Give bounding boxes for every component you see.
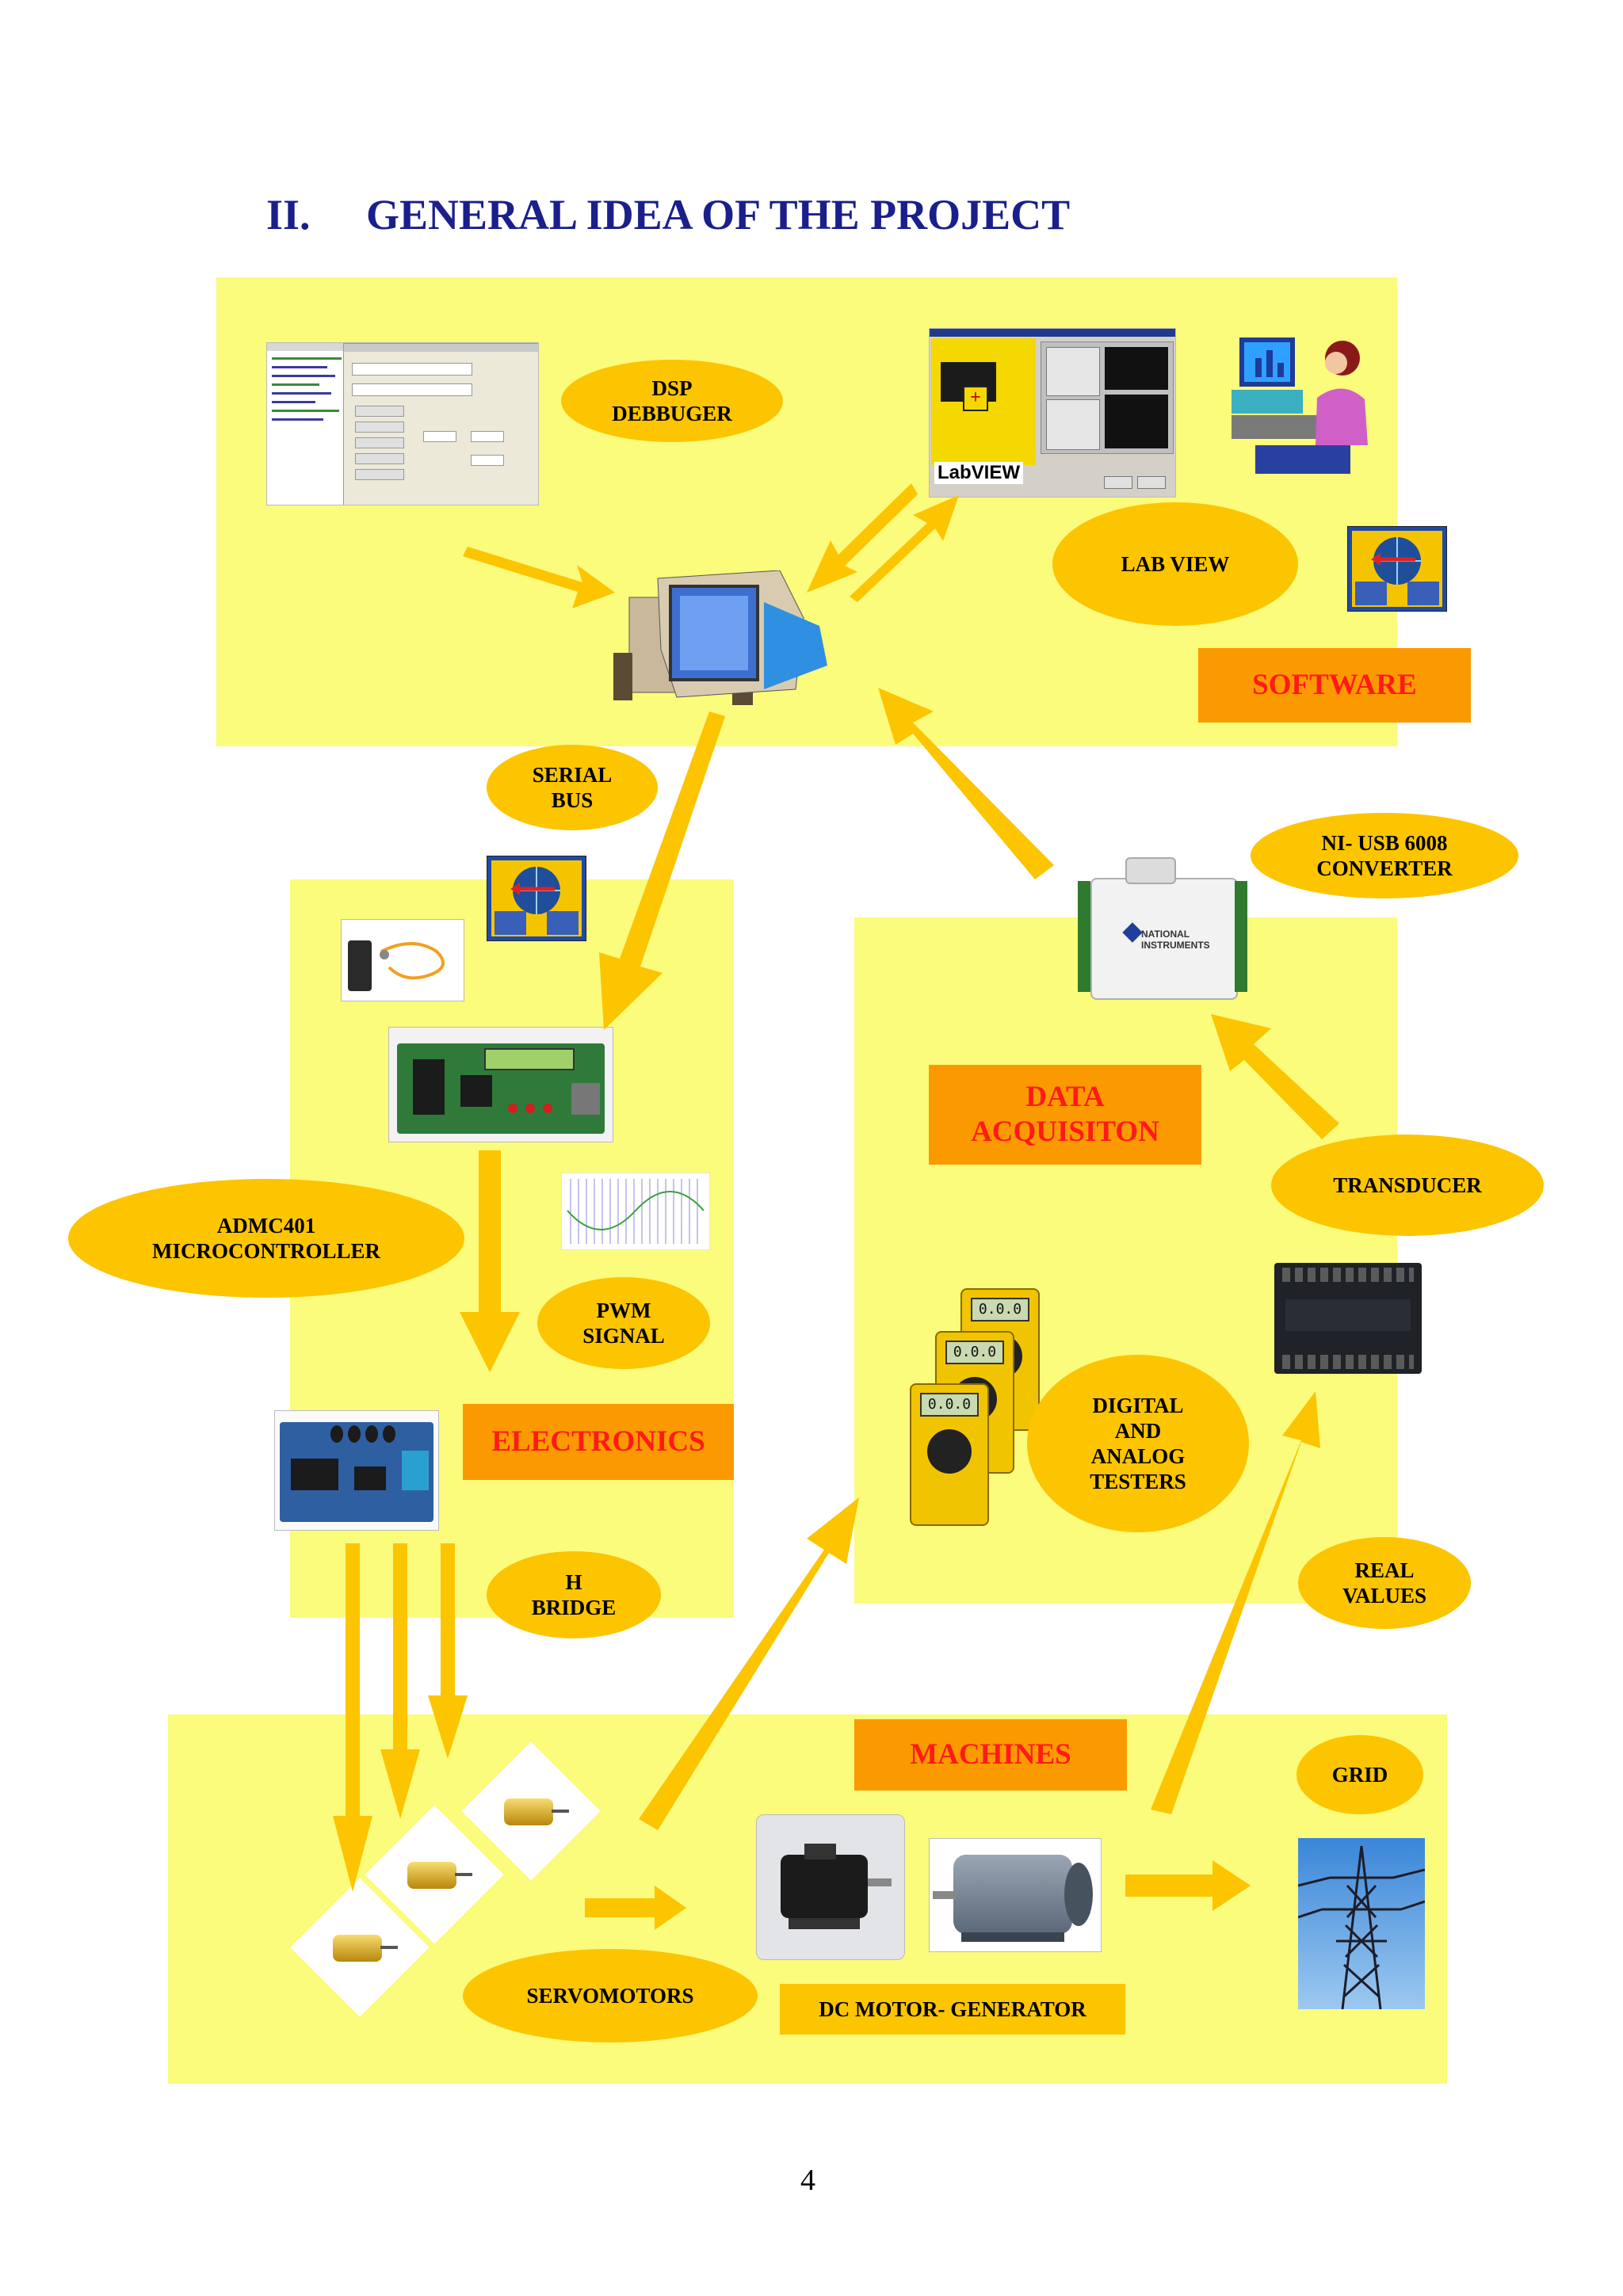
servomotor-photo	[461, 1741, 601, 1881]
transducer-oval: TRANSDUCER	[1271, 1135, 1544, 1236]
section-title: GENERAL IDEA OF THE PROJECT	[366, 191, 1071, 238]
arrow-servo-to-dc-motor	[585, 1886, 686, 1930]
labview-splash: +	[931, 338, 1036, 465]
pwm-signal-oval: PWM SIGNAL	[537, 1277, 710, 1369]
serial-cable-photo	[341, 919, 464, 1001]
section-heading: II. GENERAL IDEA OF THE PROJECT	[266, 190, 1070, 239]
pwm-signal-graph	[561, 1173, 710, 1250]
arrow-hbridge-to-servo-2	[380, 1543, 420, 1819]
servomotors-oval: SERVOMOTORS	[463, 1949, 758, 2042]
ni-usb-converter-oval: NI- USB 6008 CONVERTER	[1251, 813, 1518, 898]
transducer-device	[1274, 1263, 1422, 1374]
power-tower-photo	[1298, 1838, 1425, 2009]
grid-oval: GRID	[1296, 1735, 1423, 1814]
dsp-debugger-oval: DSP DEBBUGER	[561, 360, 783, 442]
network-icon	[1347, 526, 1447, 612]
arrow-debugger-to-pc	[463, 547, 615, 608]
arrow-ni-to-pc	[878, 688, 1054, 879]
h-bridge-oval: H BRIDGE	[487, 1551, 661, 1638]
arrow-pc-to-board	[599, 711, 725, 1030]
data-acquisition-label: DATA ACQUISITON	[929, 1065, 1201, 1165]
admc401-microcontroller-oval: ADMC401 MICROCONTROLLER	[68, 1179, 464, 1298]
dc-motor-generator-label: DC MOTOR- GENERATOR	[780, 1984, 1125, 2035]
dialog-window	[343, 343, 538, 505]
network-icon	[487, 856, 586, 941]
multimeter-3: 0.0.0	[910, 1383, 989, 1526]
lab-view-oval: LAB VIEW	[1052, 502, 1298, 626]
h-bridge-board-photo	[274, 1410, 439, 1531]
dsp-debugger-screenshot	[266, 342, 539, 505]
person-at-computer-icon	[1232, 338, 1368, 474]
serial-bus-oval: SERIAL BUS	[487, 745, 658, 830]
page-number: 4	[800, 2164, 815, 2197]
servomotor-photo	[365, 1805, 504, 1944]
digital-analog-testers-oval: DIGITAL AND ANALOG TESTERS	[1027, 1355, 1249, 1532]
labview-screenshot: + LabVIEW	[929, 328, 1176, 498]
desktop-computer-icon	[613, 570, 827, 705]
meter-display: 0.0.0	[920, 1393, 979, 1417]
arrow-servo-to-testers	[639, 1497, 859, 1830]
servomotor-photo	[290, 1878, 430, 2017]
labview-logo: LabVIEW	[934, 462, 1024, 484]
ni-usb-6008-device: NATIONAL INSTRUMENTS	[1078, 846, 1247, 1016]
arrow-grid-to-transducer	[1151, 1391, 1320, 1814]
meter-display: 0.0.0	[971, 1298, 1029, 1322]
electronics-label: ELECTRONICS	[463, 1404, 734, 1480]
meter-display: 0.0.0	[945, 1341, 1004, 1364]
arrow-labview-to-pc	[807, 483, 918, 593]
arrow-generator-to-grid	[1125, 1860, 1251, 1911]
arrow-pc-to-labview	[850, 495, 959, 602]
arrow-board-to-hbridge	[460, 1150, 520, 1372]
machines-label: MACHINES	[854, 1719, 1127, 1791]
dc-motor-photo	[756, 1814, 905, 1960]
dsp-board-photo	[388, 1027, 613, 1142]
real-values-oval: REAL VALUES	[1298, 1537, 1471, 1629]
arrow-hbridge-to-servo-1	[333, 1543, 372, 1892]
generator-photo	[929, 1838, 1102, 1952]
arrow-transducer-to-ni	[1211, 1014, 1339, 1139]
code-pane	[267, 351, 347, 505]
arrow-hbridge-to-servo-3	[428, 1543, 468, 1759]
ni-brand-text: NATIONAL INSTRUMENTS	[1141, 929, 1210, 951]
software-label: SOFTWARE	[1198, 648, 1471, 723]
section-number: II.	[266, 191, 311, 238]
